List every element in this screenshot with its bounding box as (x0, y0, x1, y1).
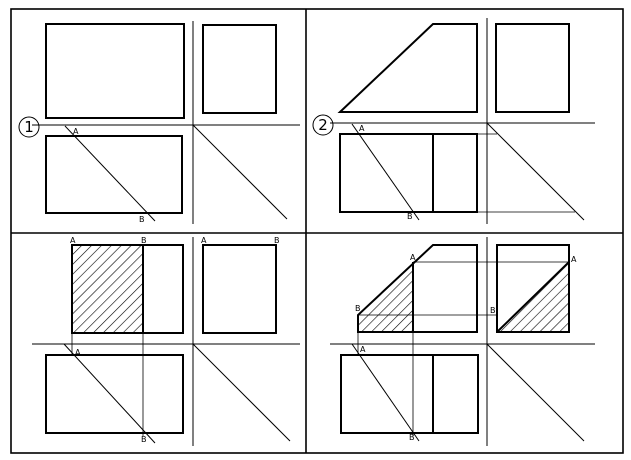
side-view-section-line (496, 261, 570, 333)
step-number: 2 (318, 116, 328, 134)
side-view (496, 244, 570, 333)
point-label-b: B (141, 236, 147, 245)
panel-1: 1 A B (18, 21, 300, 224)
point-label-b: B (139, 215, 145, 224)
point-label-b: A (571, 255, 577, 264)
panel-2: 2 A B (312, 18, 595, 224)
point-label-a: B (490, 306, 496, 315)
front-view-hatched-triangle (358, 262, 413, 332)
edge-line-ab (63, 343, 156, 444)
point-label-a: A (201, 236, 207, 245)
point-label-b: B (274, 236, 280, 245)
point-label-a: B (355, 304, 361, 313)
point-label-a: A (359, 124, 365, 133)
edge-line-ab (351, 123, 420, 221)
front-view (45, 23, 185, 119)
top-view (339, 133, 478, 213)
step-number: 1 (24, 118, 34, 136)
side-view (495, 23, 570, 113)
point-label-a: A (75, 348, 81, 357)
point-label-a: A (73, 127, 79, 136)
top-view (45, 354, 184, 434)
miter-line (192, 124, 288, 220)
panel-4: A B A B A B (330, 237, 595, 446)
front-view (337, 23, 478, 113)
panel-3: A B A B A B (32, 236, 300, 446)
top-view (340, 354, 479, 434)
step-number-circle (18, 116, 40, 138)
miter-line (486, 343, 585, 442)
side-view (202, 24, 277, 114)
side-view-hatched (202, 244, 277, 334)
point-label-b: B (141, 435, 147, 444)
step-number-circle (312, 114, 334, 136)
edge-line-ab (351, 343, 420, 442)
point-label-b: B (409, 433, 415, 442)
miter-line (486, 122, 585, 221)
point-label-a: A (70, 236, 76, 245)
point-label-b: A (410, 253, 416, 262)
front-view-hatched-region (72, 245, 143, 333)
point-label-a: A (360, 345, 366, 354)
top-view (45, 135, 183, 214)
point-label-b: B (407, 212, 413, 221)
miter-line (192, 343, 291, 442)
sheet-border (10, 8, 624, 454)
edge-line-ab (64, 125, 156, 222)
